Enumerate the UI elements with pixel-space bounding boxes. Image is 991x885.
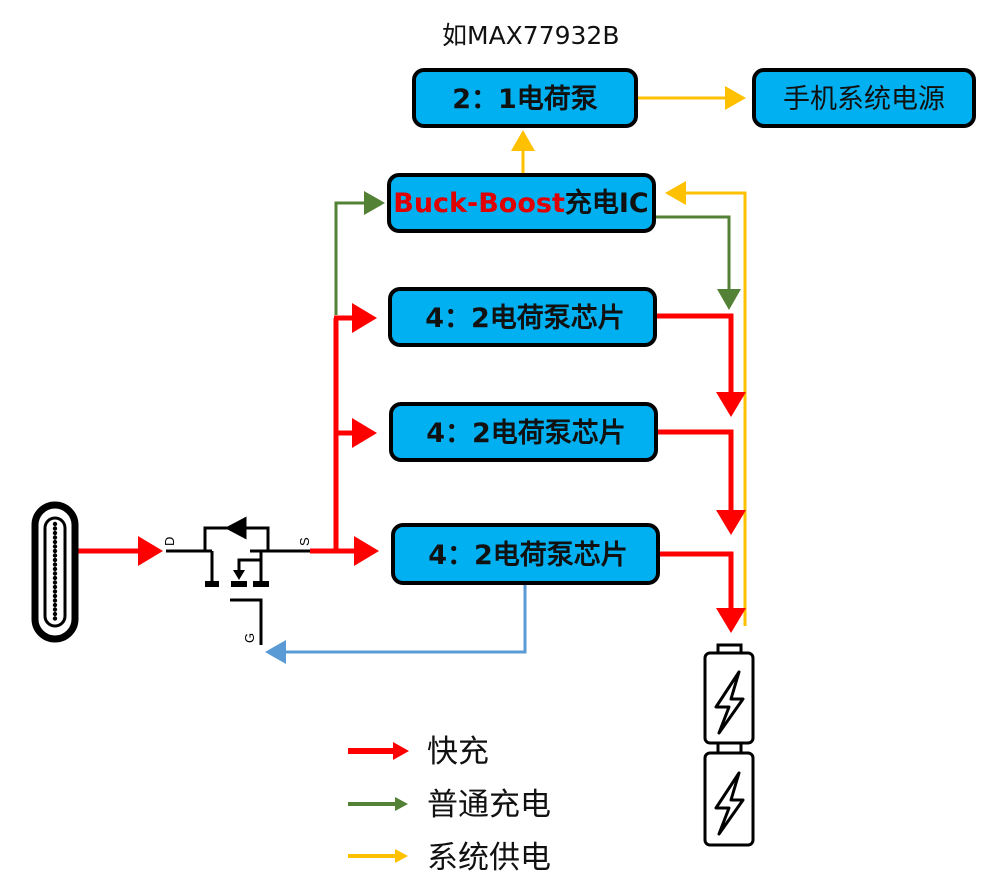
usb-pin-dot	[52, 553, 58, 558]
usb-pin-dot	[52, 566, 58, 572]
legend-item-normal-charge: 普通充电	[348, 787, 551, 823]
mosfet-pin-drain: D	[162, 537, 177, 546]
usb-pin-dot	[52, 602, 58, 608]
usb-pin-dot	[52, 571, 58, 576]
block-cp21-box[interactable]	[412, 68, 638, 128]
fast-charge-arrow-cp42-1-out	[655, 313, 746, 417]
usb-pin-dot	[52, 526, 58, 531]
usb-c-port-icon	[31, 501, 79, 643]
usb-pin-dot	[52, 521, 58, 527]
block-cp21[interactable]: 2：1电荷泵	[412, 68, 638, 128]
block-buckboost-box[interactable]	[387, 173, 656, 233]
usb-pin-dot	[52, 611, 58, 617]
block-cp42-3-label: 4：2电荷泵芯片	[428, 540, 628, 571]
note-label: 如MAX77932B	[442, 21, 619, 50]
usb-pin-dot	[52, 557, 58, 563]
legend-arrowhead-system-supply	[395, 849, 408, 863]
usb-pin-dot	[52, 562, 58, 567]
usb-pin-dot	[52, 607, 58, 612]
normal-charge-arrow-in	[334, 191, 385, 315]
usb-pin-dot	[52, 593, 58, 599]
block-system-power-label: 手机系统电源	[783, 84, 945, 115]
usb-pin-dot	[52, 535, 58, 540]
block-system-power-box[interactable]	[752, 68, 976, 128]
block-cp42-2-box[interactable]	[389, 402, 658, 462]
legend-label-fast-charge: 快充	[427, 734, 489, 770]
block-cp42-2-label: 4：2电荷泵芯片	[426, 418, 626, 449]
legend-label-normal-charge: 普通充电	[427, 787, 551, 823]
block-cp42-1[interactable]: 4：2电荷泵芯片	[388, 287, 657, 347]
block-system-power[interactable]: 手机系统电源	[752, 68, 976, 128]
block-cp42-1-box[interactable]	[388, 287, 657, 347]
usb-pin-dot	[52, 575, 58, 581]
usb-pin-dot	[52, 548, 58, 554]
normal-charge-arrow-out	[655, 215, 741, 310]
block-cp21-label: 2：1电荷泵	[452, 84, 598, 115]
battery-charging-icon	[703, 643, 755, 847]
gate-control-arrow	[265, 584, 527, 664]
usb-pin-dot	[52, 580, 58, 585]
block-cp42-1-label: 4：2电荷泵芯片	[425, 303, 625, 334]
fast-charge-arrow-cp42-3-out	[659, 551, 746, 633]
block-buckboost-label: Buck-Boost充电IC	[393, 187, 649, 219]
buckboost-suffix: 充电IC	[565, 187, 649, 219]
fast-charge-paths	[78, 303, 746, 633]
usb-pin-dots	[52, 521, 58, 621]
legend-item-system-supply: 系统供电	[348, 840, 551, 876]
supply-arrow-battery-to-buckboost	[665, 181, 747, 626]
usb-pin-dot	[52, 539, 58, 545]
usb-pin-dot	[52, 598, 58, 603]
legend-arrowhead-normal-charge	[395, 797, 408, 811]
block-cp42-3-box[interactable]	[391, 523, 660, 585]
mosfet-switch-icon	[166, 516, 310, 645]
mosfet-pin-source: S	[297, 537, 312, 546]
mosfet-pin-gate: G	[242, 633, 257, 643]
usb-pin-dot	[52, 544, 58, 549]
block-buckboost[interactable]: Buck-Boost充电IC	[387, 173, 656, 233]
usb-pin-dot	[52, 584, 58, 590]
usb-pin-dot	[52, 616, 58, 621]
normal-charge-paths	[334, 191, 741, 315]
system-supply-paths	[511, 86, 747, 626]
usb-pin-dot	[52, 530, 58, 536]
block-cp42-3[interactable]: 4：2电荷泵芯片	[391, 523, 660, 585]
block-cp42-2[interactable]: 4：2电荷泵芯片	[389, 402, 658, 462]
legend-label-system-supply: 系统供电	[427, 840, 551, 876]
usb-pin-dot	[52, 589, 58, 594]
legend-arrowhead-fast-charge	[393, 742, 409, 760]
fast-charge-arrow-cp42-2-out	[657, 429, 746, 535]
legend-item-fast-charge: 快充	[348, 734, 489, 770]
buckboost-prefix: Buck-Boost	[393, 188, 565, 219]
legend: 快充 普通充电 系统供电	[348, 734, 551, 876]
